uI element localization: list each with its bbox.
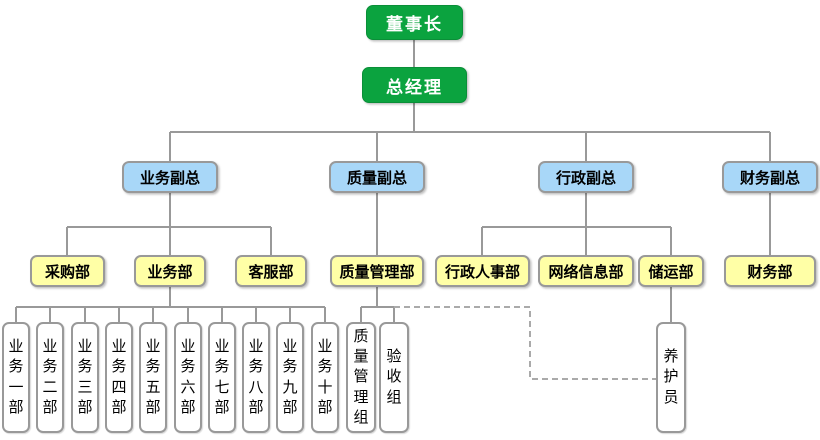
node-team-business-10: 业务十部 — [311, 322, 339, 433]
node-vp-business: 业务副总 — [122, 161, 218, 193]
node-dept-admin-hr: 行政人事部 — [435, 255, 530, 287]
node-chairman: 董事长 — [366, 5, 463, 40]
node-team-business-5: 业务五部 — [139, 322, 167, 433]
node-general-manager: 总经理 — [362, 67, 467, 103]
node-team-business-4: 业务四部 — [105, 322, 133, 433]
node-team-business-3: 业务三部 — [71, 322, 99, 433]
node-team-quality-mgmt-group: 质量管理组 — [346, 322, 376, 433]
node-dept-finance: 财务部 — [724, 255, 816, 287]
node-team-business-9: 业务九部 — [276, 322, 304, 433]
node-dept-business: 业务部 — [134, 255, 206, 287]
node-team-business-1: 业务一部 — [2, 322, 30, 433]
node-dept-customer-service: 客服部 — [235, 255, 307, 287]
dashed-connector — [394, 306, 656, 380]
node-team-caretaker: 养护员 — [656, 322, 686, 433]
node-team-business-6: 业务六部 — [174, 322, 202, 433]
node-team-business-8: 业务八部 — [242, 322, 270, 433]
node-dept-network-info: 网络信息部 — [538, 255, 634, 287]
node-dept-purchasing: 采购部 — [30, 255, 105, 287]
node-vp-admin: 行政副总 — [538, 161, 634, 193]
node-vp-quality: 质量副总 — [329, 161, 425, 193]
node-dept-storage-transport: 储运部 — [638, 255, 704, 287]
node-team-business-2: 业务二部 — [36, 322, 64, 433]
node-dept-quality-management: 质量管理部 — [330, 255, 424, 287]
node-team-business-7: 业务七部 — [208, 322, 236, 433]
node-vp-finance: 财务副总 — [722, 161, 818, 193]
solid-connectors — [15, 40, 771, 322]
node-team-acceptance-group: 验收组 — [379, 322, 409, 433]
